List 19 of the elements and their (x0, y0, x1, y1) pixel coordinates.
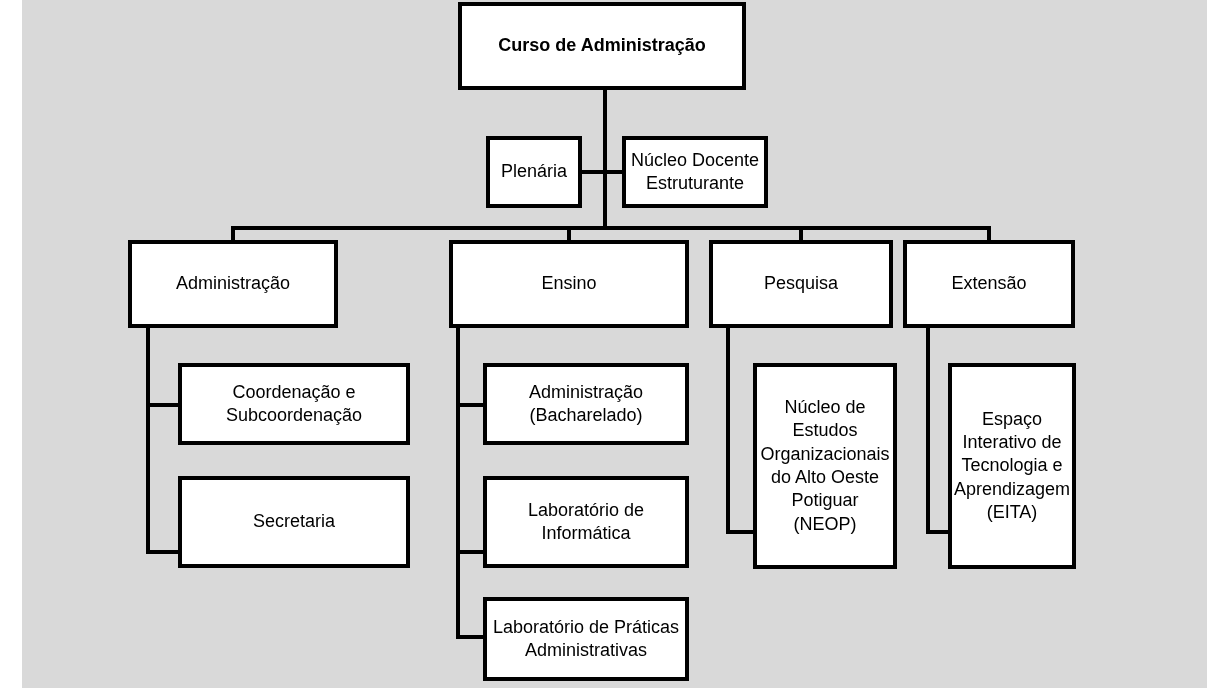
org-box: Administração (128, 240, 338, 328)
org-box: Núcleo de Estudos Organizacionais do Alto Oeste Potiguar (NEOP) (753, 363, 897, 569)
connector-line (603, 90, 991, 240)
org-box: Secretaria (178, 476, 410, 568)
org-box: Núcleo Docente Estruturante (622, 136, 768, 208)
connector-line (146, 328, 178, 554)
connector-line (726, 328, 753, 534)
org-box: Administração (Bacharelado) (483, 363, 689, 445)
org-box: Coordenação e Subcoordenação (178, 363, 410, 445)
org-box: Laboratório de Informática (483, 476, 689, 568)
connector-line (456, 328, 483, 639)
org-box: Ensino (449, 240, 689, 328)
org-box: Espaço Interativo de Tecnologia e Aprendizagem (EITA) (948, 363, 1076, 569)
org-box: Laboratório de Práticas Administrativas (483, 597, 689, 681)
org-box: Extensão (903, 240, 1075, 328)
org-box: Pesquisa (709, 240, 893, 328)
org-box: Plenária (486, 136, 582, 208)
connector-line (926, 328, 948, 534)
org-box: Curso de Administração (458, 2, 746, 90)
